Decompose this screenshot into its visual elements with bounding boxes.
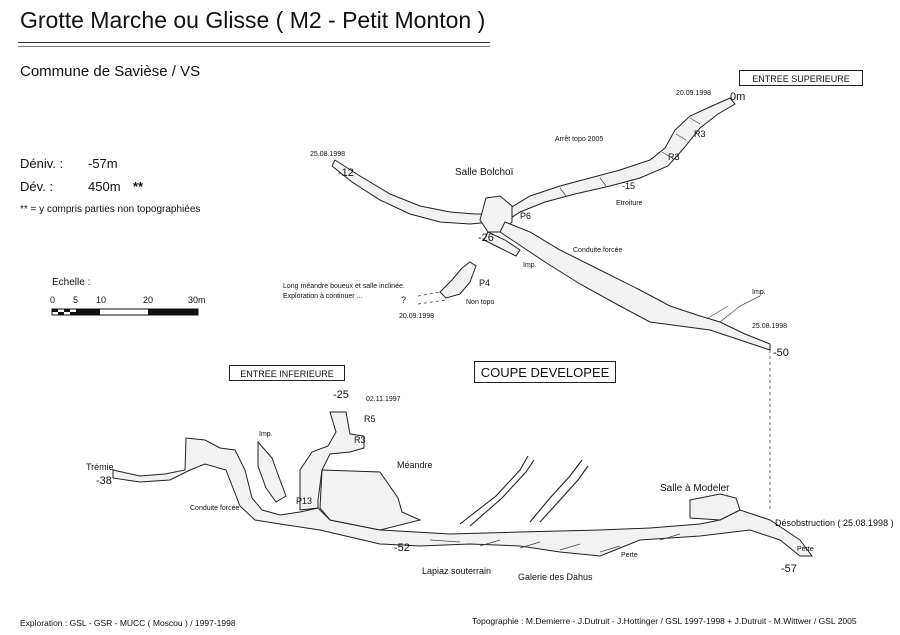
label-imp-a: Imp. [523,262,537,269]
entree-inferieure-label: ENTREE INFERIEURE [240,369,334,379]
coupe-developee-box: COUPE DEVELOPEE [474,361,616,383]
footer-exploration: Exploration : GSL - GSR - MUCC ( Moscou … [20,618,236,628]
label-date-02-11-1997: 02.11.1997 [366,396,401,403]
label-r3-a: R3 [694,129,706,139]
label-minus-52: -52 [394,542,410,554]
label-r3-c: R3 [354,435,366,445]
label-minus-57: -57 [781,563,797,575]
label-minus-26: -26 [478,232,494,244]
label-lapiaz: Lapiaz souterrain [422,566,492,576]
label-non-topo: Non topo [466,299,495,306]
entree-inferieure-box: ENTREE INFERIEURE [229,365,345,381]
label-meandre-note-1: Long méandre boueux et salle inclinée. [283,283,405,290]
label-minus-12: -12 [338,167,354,179]
upper-passage [331,97,736,233]
label-question: ? [401,295,407,305]
conduite-forcee-upper [483,221,771,351]
label-date-left: 25.08.1998 [310,151,346,158]
label-date-top: 20.09.1998 [676,90,712,97]
label-arret-topo: Arrêt topo 2005 [555,136,604,143]
scale-tick-30: 30m [188,295,206,305]
title-rule [18,42,490,43]
label-minus-38: -38 [96,475,112,487]
label-p4: P4 [479,278,491,288]
coupe-developee-label: COUPE DEVELOPEE [480,365,610,380]
label-desobstruction: Désobstruction ( 25.08.1998 ) [775,518,894,528]
p4-branch [417,261,477,305]
label-r5: R5 [364,414,376,424]
title-rule-secondary [18,46,490,47]
label-p6: P6 [520,211,532,221]
label-minus-25: -25 [333,389,349,401]
dev-value: 450m [88,179,121,194]
dev-marker: ** [133,179,144,194]
label-perte-b: Perte [797,546,814,553]
deniv-value: -57m [88,156,118,171]
label-meandre-note-2: Exploration à continuer ... [283,293,363,300]
label-p13: P13 [296,496,313,506]
entree-superieure-box: ENTREE SUPERIEURE [739,70,863,86]
label-meandre: Méandre [397,460,433,470]
scale-tick-0: 0 [50,295,56,305]
label-etroiture: Etroiture [616,200,643,207]
label-perte-a: Perte [621,552,638,559]
footer-topographie: Topographie : M.Demierre - J.Dutruit - J… [472,616,857,626]
scale-tick-20: 20 [143,295,154,305]
scale-label: Echelle : [52,277,91,288]
lower-passage [112,411,813,557]
label-salle-modeler: Salle à Modeler [660,483,730,494]
label-date-bottom: 20.09.1998 [399,313,435,320]
label-date-right: 25.08.1998 [752,323,788,330]
label-imp-b: Imp. [752,289,766,296]
deniv-label: Déniv. : [20,156,64,171]
label-imp-c: Imp. [259,431,273,438]
label-minus-50: -50 [773,347,789,359]
label-galerie: Galerie des Dahus [518,572,593,582]
label-0m: 0m [730,91,746,103]
entree-superieure-label: ENTREE SUPERIEURE [752,74,850,84]
label-conduite-forcee-bottom: Conduite forcée [190,505,240,512]
footnote: ** = y compris parties non topographiées [20,204,201,215]
dev-label: Dév. : [20,179,53,194]
label-minus-15: -15 [622,181,636,191]
label-tremie: Trémie [86,462,114,472]
commune-label: Commune de Savièse / VS [20,63,201,80]
label-r3-b: R3 [668,152,680,162]
label-salle-bolchoi: Salle Bolchoï [455,167,514,178]
label-conduite-forcee-top: Conduite forcée [573,247,623,254]
scale-tick-10: 10 [96,295,107,305]
scale-tick-5: 5 [73,295,79,305]
scale-bar [51,308,199,316]
page-title: Grotte Marche ou Glisse ( M2 - Petit Mon… [20,7,486,33]
